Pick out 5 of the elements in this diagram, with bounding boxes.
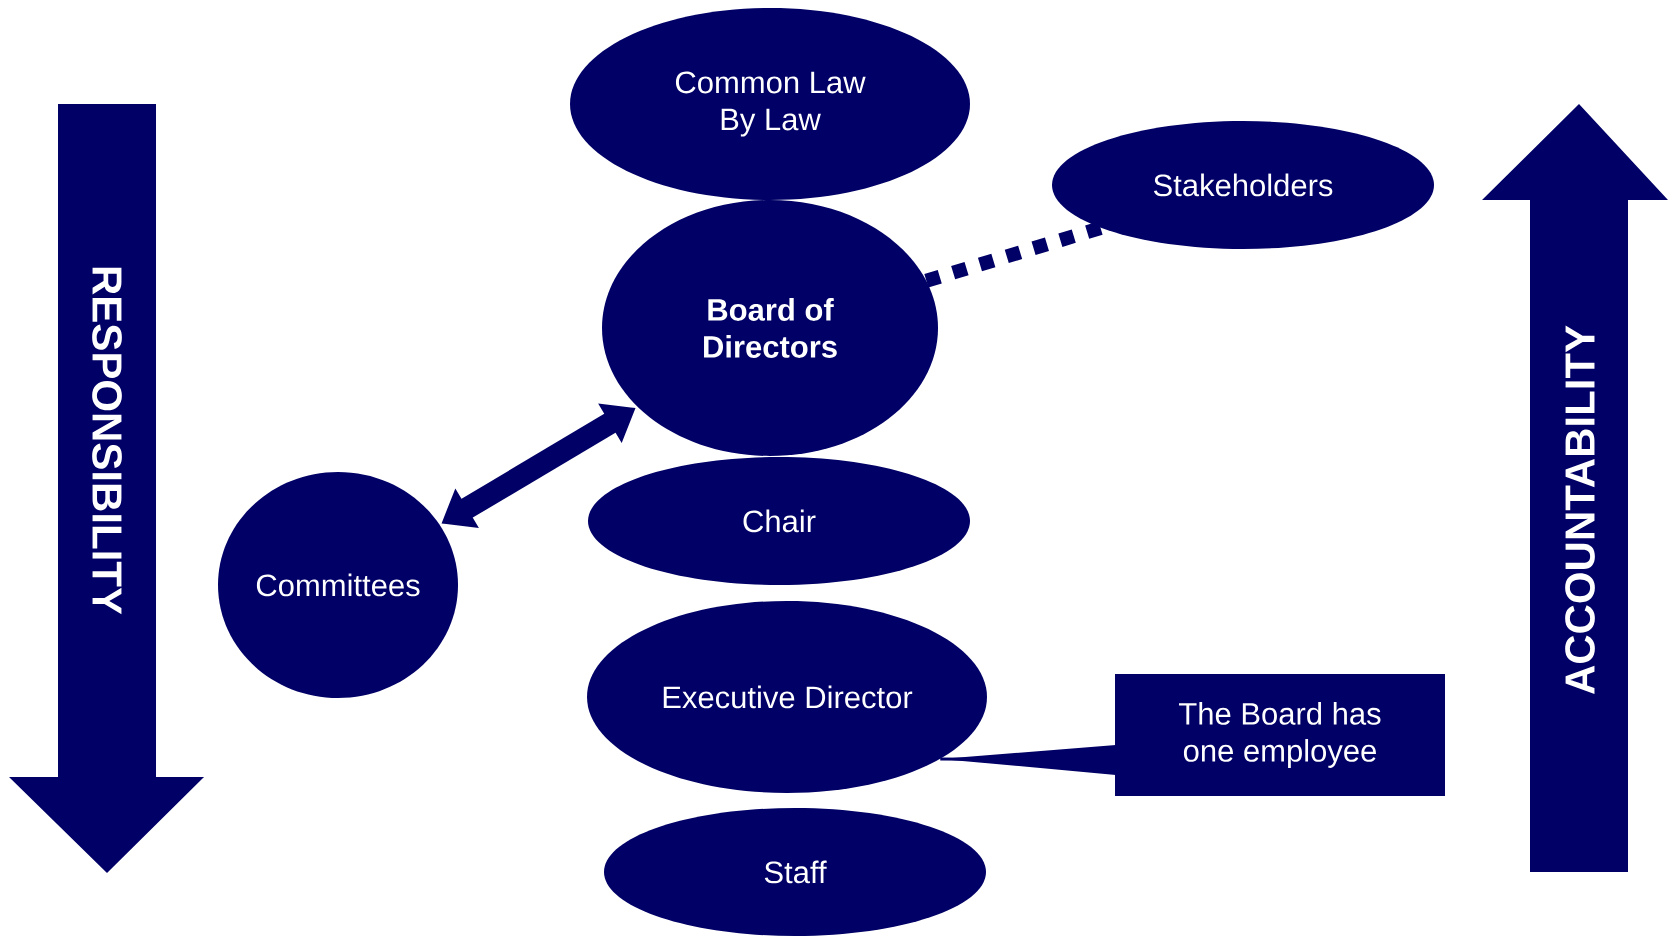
arrow-label: ACCOUNTABILITY [1565, 325, 1595, 695]
arrow-label: RESPONSIBILITY [92, 267, 122, 615]
callout-pointer [940, 745, 1116, 775]
callout-box: The Board has one employee [1115, 674, 1445, 796]
dotted-line [924, 221, 1103, 288]
